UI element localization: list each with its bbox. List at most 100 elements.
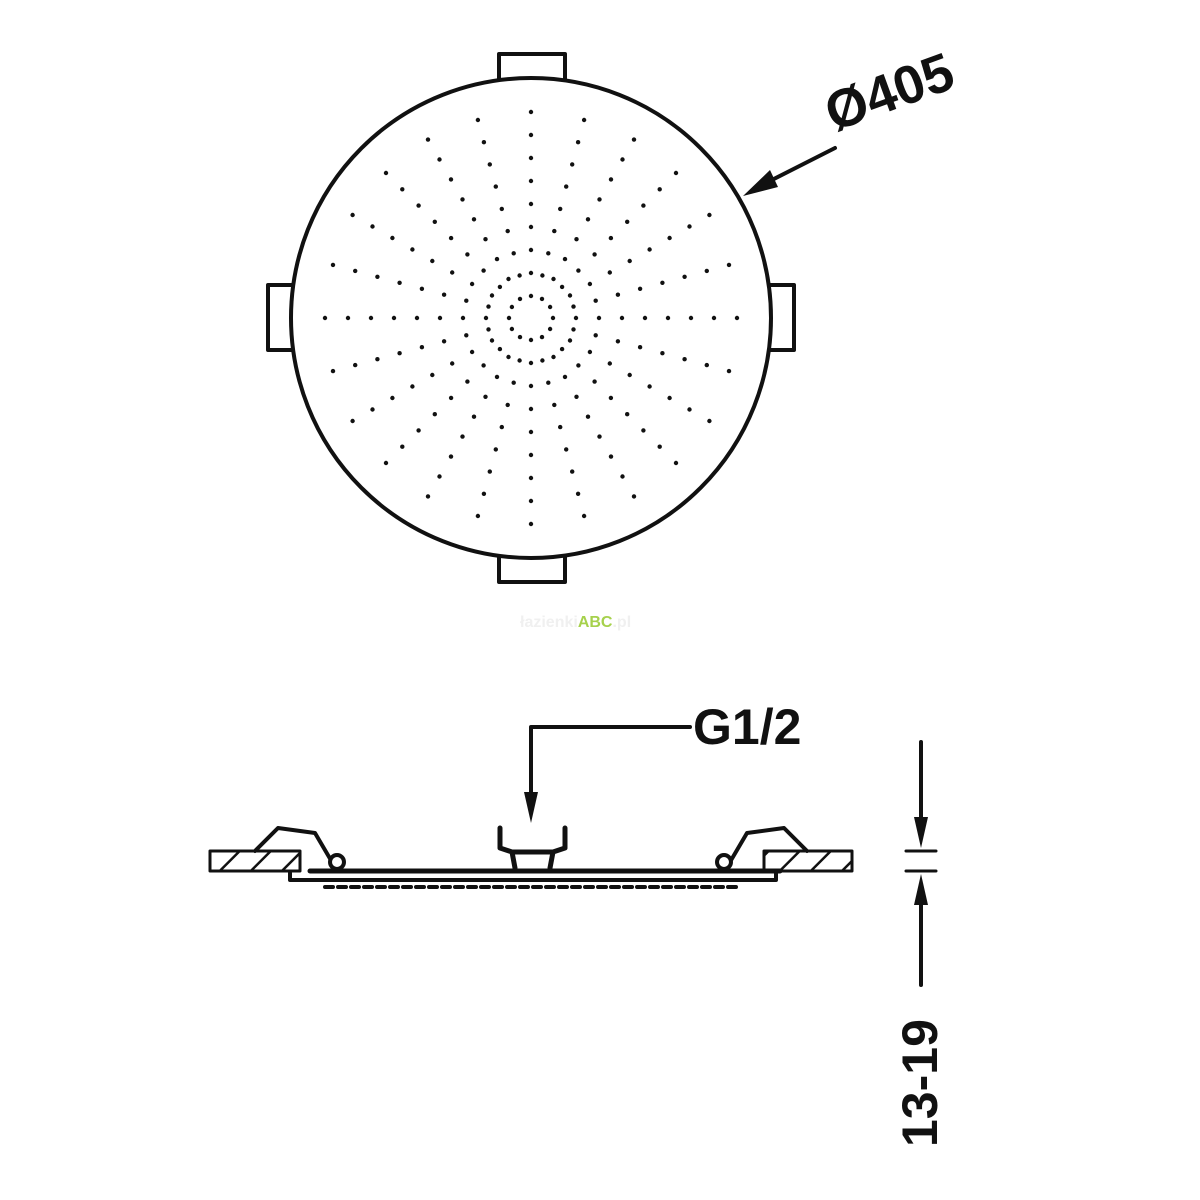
nozzle-dot <box>506 276 511 282</box>
nozzle-dot <box>540 273 545 278</box>
nozzle-dot <box>410 247 415 252</box>
nozzle-dot <box>505 228 510 234</box>
nozzle-dot <box>528 429 534 435</box>
nozzle-dot <box>345 315 351 321</box>
nozzle-dot <box>390 395 395 401</box>
nozzle-dot <box>330 262 336 268</box>
nozzle-dot <box>448 454 454 459</box>
nozzle-dot <box>432 219 437 224</box>
nozzle-dot <box>570 469 575 474</box>
nozzle-dot <box>528 337 534 343</box>
nozzle-dot <box>562 374 568 380</box>
nozzle-dot <box>487 469 492 474</box>
nozzle-dot <box>497 346 503 352</box>
nozzle-dot <box>734 315 740 321</box>
nozzle-dot <box>499 424 504 430</box>
arrowhead <box>743 170 778 196</box>
nozzle-dot <box>383 170 389 176</box>
nozzle-dot <box>576 268 581 273</box>
nozzle-dot <box>528 155 534 161</box>
nozzle-dot <box>608 177 614 182</box>
nozzle-dot <box>350 418 355 424</box>
nozzle-dot <box>620 474 625 479</box>
nozzle-dot <box>707 418 712 424</box>
nozzle-dot <box>528 498 534 504</box>
nozzle-dot <box>460 315 466 321</box>
nozzle-dot <box>627 258 632 264</box>
nozzle-dot <box>506 354 511 360</box>
nozzle-dot <box>481 363 486 368</box>
nozzle-dot <box>551 354 556 360</box>
nozzle-dot <box>593 298 598 303</box>
nozzle-dot <box>726 368 732 374</box>
nozzle-dot <box>416 203 421 208</box>
nozzle-dot <box>517 296 523 302</box>
diameter-dimension <box>743 146 837 196</box>
shower-head-top-view <box>266 52 796 584</box>
nozzle-dot <box>464 298 469 303</box>
watermark-brand: ABC <box>577 614 613 631</box>
nozzle-dot <box>528 293 534 299</box>
nozzle-dot <box>688 315 694 321</box>
nozzle-dot <box>585 414 591 419</box>
nozzle-dot <box>450 361 455 366</box>
nozzle-dot <box>450 270 455 275</box>
nozzle-dot <box>432 412 437 417</box>
nozzle-dot <box>487 162 492 167</box>
nozzle-dot <box>465 252 470 257</box>
nozzle-dot <box>657 187 662 192</box>
nozzle-dot <box>551 276 556 282</box>
nozzle-dot <box>546 380 551 385</box>
nozzle-dot <box>641 428 646 433</box>
nozzle-dot <box>608 395 614 401</box>
shower-head-outline <box>289 76 773 560</box>
nozzle-dot <box>647 384 652 389</box>
nozzle-dot <box>350 212 355 218</box>
nozzle-dot <box>383 460 389 466</box>
nozzle-dot <box>460 434 465 439</box>
nozzle-dot <box>437 474 442 479</box>
nozzle-dot <box>581 513 587 519</box>
nozzle-dot <box>596 315 602 321</box>
nozzle-dot <box>497 284 503 290</box>
nozzle-dot <box>641 203 646 208</box>
nozzle-dot <box>528 383 534 389</box>
nozzle-dot <box>528 247 534 253</box>
nozzle-dot <box>607 270 612 275</box>
nozzle-dot <box>375 357 380 362</box>
nozzle-dot <box>707 212 712 218</box>
nozzle-dot <box>564 184 569 189</box>
nozzle-dot <box>494 374 500 380</box>
nozzle-dot <box>673 460 679 466</box>
nozzle-dot <box>330 368 336 374</box>
nozzle-dot <box>528 521 534 527</box>
nozzle-dot <box>667 235 672 241</box>
nozzle-dot <box>448 395 454 401</box>
nozzle-dot <box>430 258 435 264</box>
nozzle-dot <box>559 346 565 352</box>
nozzle-dot <box>575 491 581 496</box>
nozzle-dot <box>481 140 487 145</box>
nozzle-dot <box>370 407 375 412</box>
nozzle-dot <box>397 351 402 356</box>
nozzle-dot <box>486 327 491 332</box>
nozzle-dot <box>489 338 495 343</box>
nozzle-dot <box>619 315 625 321</box>
nozzle-dot <box>562 256 568 262</box>
height-label: 13-19 <box>892 1019 948 1147</box>
arrowhead <box>914 874 928 905</box>
nozzle-dot <box>486 304 491 309</box>
nozzle-dot <box>552 402 557 408</box>
nozzle-dot <box>517 273 522 278</box>
nozzle-dot <box>353 268 358 274</box>
nozzle-dot <box>704 268 709 274</box>
nozzle-dot <box>673 170 679 176</box>
nozzle-dot <box>665 315 671 321</box>
nozzle-dot <box>481 268 486 273</box>
shower-head-side-view <box>208 825 854 889</box>
nozzle-dot <box>509 304 515 310</box>
nozzle-dot <box>368 315 374 321</box>
nozzle-dot <box>464 333 469 338</box>
nozzle-dot <box>528 132 534 138</box>
nozzle-dot <box>481 491 487 496</box>
